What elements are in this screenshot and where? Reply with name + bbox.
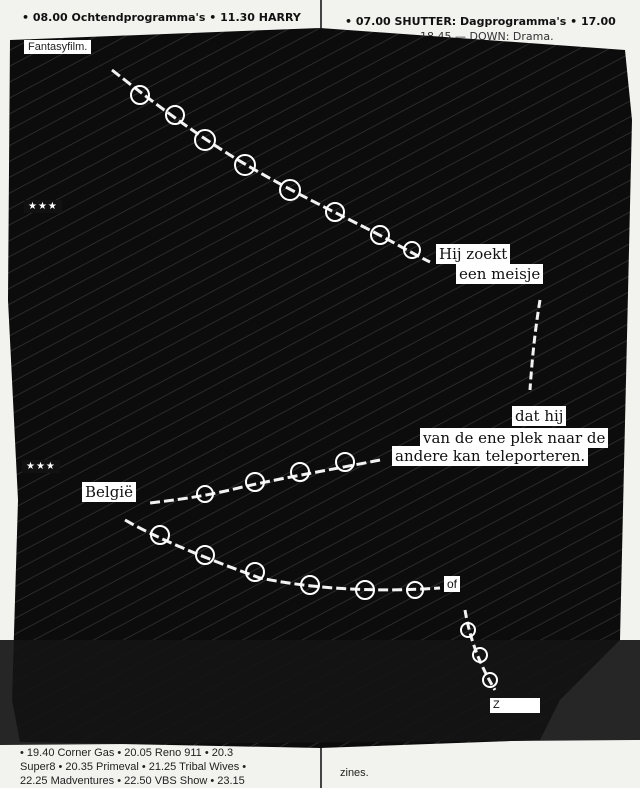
left-bottom-line-3: 22.25 Madventures • 22.50 VBS Show • 23.…: [20, 775, 245, 787]
rating-stars-1: ★★★: [24, 200, 62, 213]
left-bottom-line-1: • 19.40 Corner Gas • 20.05 Reno 911 • 20…: [20, 747, 234, 759]
poem-word-van-de-ene-plek: van de ene plek naar de: [420, 428, 609, 448]
left-top-listing: • 08.00 Ochtendprogramma's • 11.30 HARRY: [22, 11, 301, 24]
right-bottom-line: zines.: [340, 767, 369, 779]
poem-word-hij-zoekt: Hij zoekt: [436, 244, 511, 264]
rating-stars-2: ★★★: [22, 460, 60, 473]
right-top-listing: • 07.00 SHUTTER: Dagprogramma's • 17.00: [345, 15, 616, 28]
poem-word-dat-hij: dat hij: [512, 406, 567, 426]
poem-word-z: Z: [490, 698, 540, 713]
left-bottom-line-2: Super8 • 20.35 Primeval • 21.25 Tribal W…: [20, 761, 247, 773]
genre-label: Fantasyfilm.: [24, 40, 92, 54]
poem-word-teleporteren: andere kan teleporteren.: [392, 446, 589, 466]
poem-word-belgie: België: [82, 482, 136, 502]
poem-word-of: of: [444, 576, 461, 592]
poem-word-een-meisje: een meisje: [456, 264, 544, 284]
